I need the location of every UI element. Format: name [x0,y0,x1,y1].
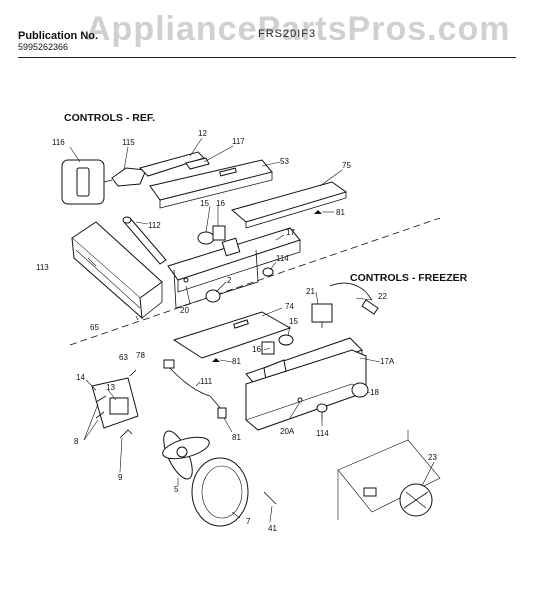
callout-13: 13 [106,383,115,392]
callout-22: 22 [378,292,387,301]
part-17-switch-cutout [221,237,241,257]
part-81-screw-ref [314,210,322,214]
part-117-clip [185,157,210,170]
callout-65: 65 [90,323,99,332]
part-5-fan-blade [162,430,210,480]
part-116-connector [103,179,113,183]
callout-20A: 20A [280,427,295,436]
part-111-connector-a [163,359,175,369]
part-114-screw-ref [262,267,274,277]
callout-81-ref: 81 [336,208,345,217]
part-74-cover [172,311,292,359]
part-21-thermostat [311,303,333,323]
part-41-screw [263,491,277,505]
part-15-bulb-freezer [278,334,294,346]
part-113-deflector-side [141,282,163,319]
callout-114-freezer: 114 [316,429,329,438]
publication-label: Publication No. [18,30,99,42]
part-23-panel-outline [337,439,441,513]
part-2-knob [205,289,221,303]
callout-5: 5 [174,485,179,494]
part-111-harness [167,365,223,411]
part-8-clip-a [95,395,107,403]
callout-63: 63 [119,353,128,362]
callout-16-ref: 16 [216,199,225,208]
part-74-slot [233,319,249,329]
part-7-shroud-inner [201,465,243,519]
part-15-bulb [197,231,215,245]
part-16-socket [212,225,226,241]
part-20A-hole [297,397,303,403]
leader-lines [69,137,435,523]
callout-9: 9 [118,473,123,482]
part-22-probe [361,299,379,315]
part-53-slot [219,167,237,177]
callout-114-ref: 114 [276,254,289,263]
section-title-ref: CONTROLS - REF. [64,112,155,124]
callout-116: 116 [52,138,65,147]
part-23-cross-b [405,491,427,509]
callout-15-freezer: 15 [289,317,298,326]
part-65-marker [135,315,139,321]
part-53-edge [159,172,273,209]
section-title-freezer: CONTROLS - FREEZER [350,272,468,284]
part-23-part [363,487,377,497]
part-18-knob [351,382,369,398]
callout-113: 113 [36,263,49,272]
part-13-fan-motor [109,397,129,415]
part-22-capillary [329,282,373,301]
callout-17: 17 [286,228,295,237]
model-number: FRS20IF3 [258,28,317,40]
callout-14: 14 [76,373,85,382]
callout-74: 74 [285,302,294,311]
part-8-clip-b [95,411,105,419]
watermark-text: AppliancePartsPros.com [86,10,511,48]
callout-41: 41 [268,524,277,533]
callout-81-freezer-b: 81 [232,433,241,442]
part-9-clip [119,429,133,439]
part-111-connector-b [217,407,227,419]
part-20-screw-hole [183,277,189,283]
callout-112: 112 [148,221,161,230]
part-81-screw-freezer-a [212,358,220,362]
callout-20: 20 [180,306,189,315]
callout-7: 7 [246,517,251,526]
callout-81-freezer-a: 81 [232,357,241,366]
part-75-cover [230,181,348,223]
callout-15-ref: 15 [200,199,209,208]
callout-75: 75 [342,161,351,170]
callout-16-freezer: 16 [252,345,261,354]
callout-23: 23 [428,453,437,462]
callout-12: 12 [198,129,207,138]
part-116-bulb [76,167,90,197]
callout-2: 2 [227,276,232,285]
part-7-shroud-ring [191,457,249,527]
callout-117: 117 [232,137,245,146]
callout-18: 18 [370,388,379,397]
callout-17A: 17A [380,357,395,366]
part-115-switch [111,167,147,187]
part-112-tube-end [122,216,132,224]
section-divider-line [69,217,441,346]
part-17-control-box-front [177,240,301,293]
part-16-socket-freezer [261,341,275,355]
callout-21: 21 [306,287,315,296]
callout-8: 8 [74,437,79,446]
part-75-edge [245,192,347,229]
publication-number: 5995262366 [18,42,69,52]
part-113-deflector-line [75,249,141,309]
callout-78: 78 [136,351,145,360]
part-63-screw [129,369,137,377]
callout-53: 53 [280,157,289,166]
header-divider [18,57,516,58]
part-114-screw-freezer [316,403,328,413]
callout-111: 111 [200,377,213,386]
callout-115: 115 [122,138,135,147]
